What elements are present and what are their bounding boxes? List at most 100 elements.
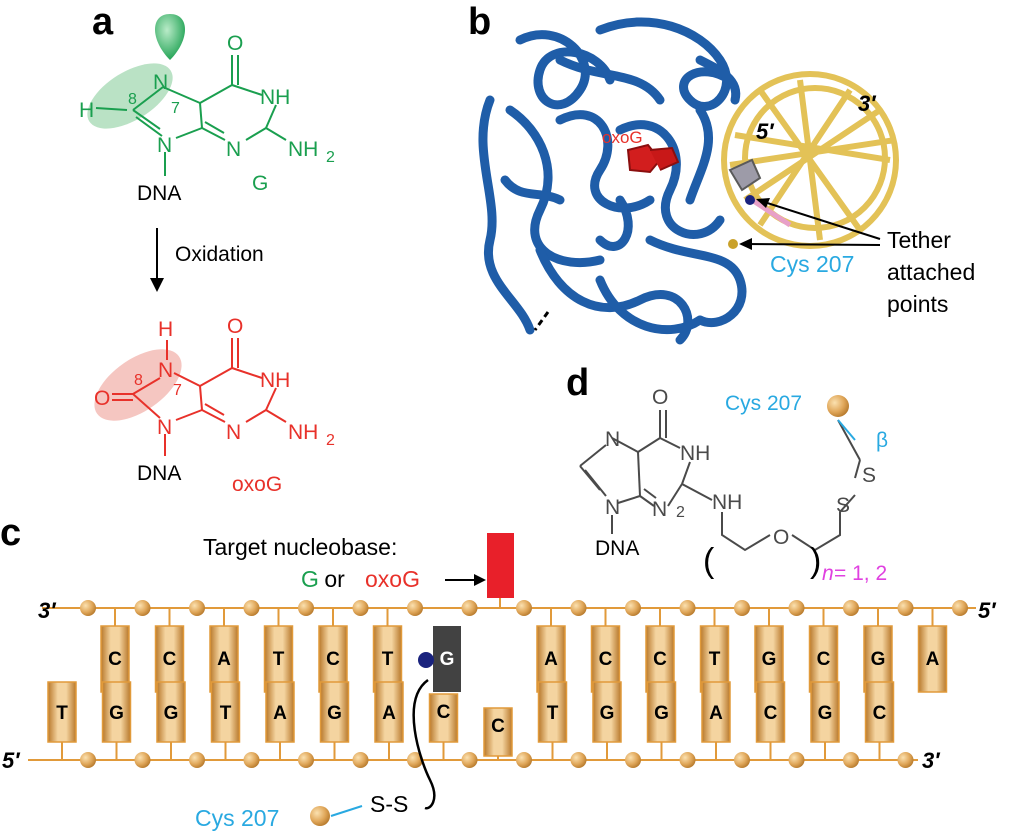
d-atom-label-2: 2	[676, 504, 685, 521]
protein-dna-structure: oxoG 5′ 3′ Cys 207 Tether attached point…	[478, 17, 975, 345]
bottom-strand-5prime: 5′	[2, 748, 21, 773]
tether-pointer-upper-head	[756, 198, 770, 208]
atom-h: H	[79, 99, 94, 122]
bottom-base-block	[374, 681, 404, 743]
d-atom-nh1: NH	[680, 442, 710, 465]
bottom-base-block	[592, 681, 622, 743]
tethered-g-letter: G	[440, 649, 455, 670]
tether-point-upper	[745, 195, 755, 205]
atom-label-7: 7	[171, 100, 180, 117]
top-base-letter: T	[273, 649, 285, 670]
bottom-base-block	[265, 681, 295, 743]
five-prime-label-structure: 5′	[756, 119, 775, 144]
oxog-atom-nh2-sub: 2	[326, 432, 335, 449]
bottom-base-letter: C	[491, 716, 505, 737]
bottom-strand-bead	[843, 752, 859, 768]
bottom-base-block	[864, 681, 895, 743]
bottom-strand-bead	[516, 752, 532, 768]
guanine-atoms: N 8 H 7 O NH N N NH 2 G	[79, 32, 335, 195]
top-strand-bead	[625, 600, 641, 616]
panel-label-d: d	[566, 362, 589, 404]
tether-label-line2: attached	[887, 259, 975, 285]
atom-nh2: NH	[288, 138, 318, 161]
tether-wire-c	[412, 678, 436, 810]
oxog-atom-h: H	[158, 318, 173, 341]
attack-drop-icon	[155, 14, 185, 60]
top-base-block	[372, 625, 403, 693]
bottom-base-letter: G	[818, 703, 833, 724]
top-base-block	[590, 625, 621, 693]
bottom-strand-bead	[243, 752, 260, 768]
bottom-base-block	[47, 681, 77, 743]
bottom-base-block	[428, 693, 459, 743]
top-strand-bead	[516, 600, 532, 616]
top-base-block	[754, 625, 784, 693]
bottom-base-block	[319, 681, 350, 743]
target-or-label: or	[318, 566, 351, 592]
three-prime-label-structure: 3′	[858, 91, 877, 116]
top-base-letter: C	[326, 649, 340, 670]
d-beta-label: β	[876, 429, 888, 452]
tether-label-line3: points	[887, 291, 948, 317]
bottom-base-letter: A	[382, 703, 396, 724]
top-strand-bead	[80, 600, 96, 616]
atom-nh: NH	[260, 86, 290, 109]
top-strand-bead	[189, 600, 205, 616]
bottom-base-letter: A	[709, 703, 723, 724]
top-base-letter: C	[599, 649, 613, 670]
target-nucleobase	[487, 533, 514, 598]
tether-label-line1: Tether	[887, 227, 951, 253]
bottom-base-letter: G	[600, 703, 615, 724]
c8-highlight-green	[87, 63, 173, 129]
bottom-strand-3prime: 3′	[922, 748, 941, 773]
top-strand-5prime: 5′	[978, 598, 997, 623]
target-oxog-label: oxoG	[365, 566, 420, 592]
oxog-atom-n7: N	[158, 359, 173, 382]
top-base-block	[808, 625, 839, 693]
top-base-letter: C	[817, 649, 831, 670]
top-strand-bead	[570, 600, 587, 616]
top-base-letter: A	[544, 649, 558, 670]
top-base-letter: C	[108, 649, 122, 670]
atom-label-8: 8	[128, 91, 137, 108]
oxog-atom-nh2: NH	[288, 421, 318, 444]
top-base-block	[699, 625, 730, 693]
bottom-strand-bead	[897, 752, 914, 768]
atom-n7: N	[153, 71, 168, 94]
bottom-base-letter: T	[220, 703, 232, 724]
bottom-base-block	[210, 681, 241, 743]
atom-n9: N	[157, 134, 172, 157]
cys-bead-d	[827, 395, 849, 417]
cys-linker-d	[837, 419, 856, 441]
target-arrowhead	[474, 574, 486, 586]
d-atom-o6: O	[652, 386, 668, 409]
base-name-oxog: oxoG	[232, 473, 282, 496]
base-name-g: G	[252, 172, 268, 195]
bottom-base-block	[755, 681, 786, 743]
top-strand-bead	[788, 600, 805, 616]
tethered-guanine-structure	[579, 410, 861, 552]
bottom-base-letter: A	[273, 703, 287, 724]
top-base-letter: T	[382, 649, 394, 670]
atom-o: O	[227, 32, 243, 55]
protein-ribbon	[478, 17, 747, 345]
top-base-block	[917, 625, 948, 693]
cys207-label-c: Cys 207	[195, 805, 279, 831]
oxidation-arrowhead	[150, 278, 164, 292]
bottom-base-block	[810, 681, 840, 743]
d-atom-s2: S	[836, 494, 850, 517]
oxog-label-7: 7	[173, 382, 182, 399]
disulfide-label-c: S-S	[370, 791, 408, 817]
dna-label-oxog: DNA	[137, 462, 181, 485]
bottom-strand-bead	[298, 752, 314, 768]
oxog-atoms: H N 8 7 O O NH N N NH 2 oxoG	[94, 315, 335, 496]
top-base-block	[209, 625, 239, 693]
d-n-values: = 1, 2	[834, 562, 887, 585]
bottom-base-letter: C	[764, 703, 778, 724]
d-atom-n7: N	[605, 428, 620, 451]
bottom-base-block	[156, 681, 186, 743]
target-g-label: G	[301, 566, 319, 592]
protein-gap	[533, 311, 550, 331]
